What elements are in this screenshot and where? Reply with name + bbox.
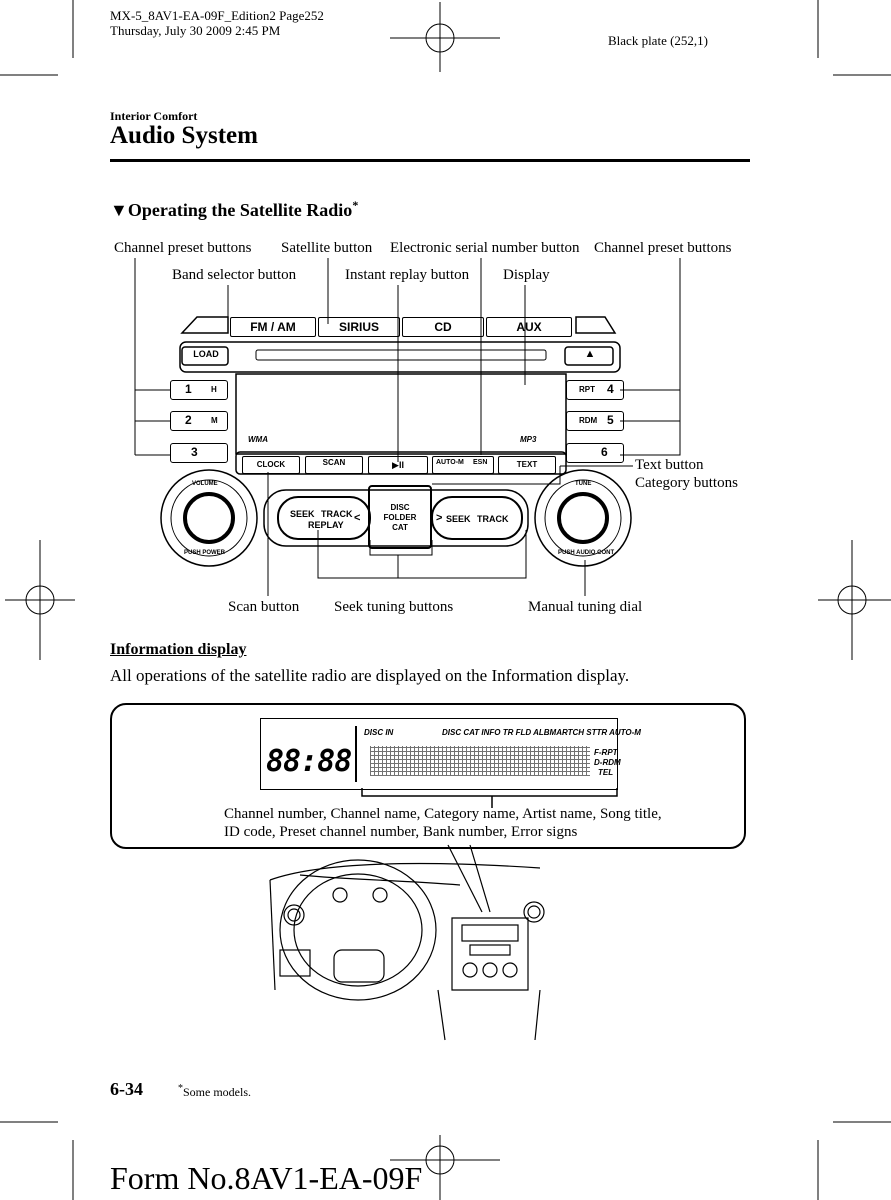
push-audio-cont-label: PUSH AUDIO CONT [558,550,615,556]
callout-instant-replay: Instant replay button [345,267,470,283]
callout-band-selector: Band selector button [172,267,297,283]
footnote-text: Some models. [183,1085,251,1099]
form-number: Form No.8AV1-EA-09F [110,1160,423,1196]
callout-category-buttons: Category buttons [635,475,738,491]
preset-button-2[interactable]: 2 M [170,411,228,431]
subsection-heading: ▼Operating the Satellite Radio* [110,198,358,221]
page-title: Audio System [110,122,258,149]
section-label: Interior Comfort [110,109,198,123]
band-button-sirius[interactable]: SIRIUS [318,317,400,337]
band-button-fm-am[interactable]: FM / AM [230,317,316,337]
scan-button[interactable]: SCAN [305,456,363,474]
play-pause-button[interactable]: ▶II [368,456,428,474]
lcd-tel: TEL [598,768,614,777]
callout-channel-preset-left: Channel preset buttons [114,240,252,256]
band-button-aux[interactable]: AUX [486,317,572,337]
info-display-body: All operations of the satellite radio ar… [110,666,630,685]
lcd-clock: 88:88 [266,744,352,779]
preset-button-4[interactable]: RPT 4 [566,380,624,400]
callout-display: Display [503,267,550,283]
file-info-line: MX-5_8AV1-EA-09F_Edition2 Page252 [110,8,324,23]
callout-esn-button: Electronic serial number button [390,240,580,256]
callout-seek-tuning: Seek tuning buttons [334,599,454,615]
footnote: *Some models. [178,1083,251,1100]
preset-button-5[interactable]: RDM 5 [566,411,624,431]
lcd-caption-line1: Channel number, Channel name, Category n… [224,806,662,822]
title-rule [110,159,750,162]
category-button[interactable]: DISC FOLDER CAT [383,503,417,532]
callout-channel-preset-right: Channel preset buttons [594,240,732,256]
callout-manual-tuning: Manual tuning dial [528,599,643,615]
preset-button-6[interactable]: 6 [566,443,624,463]
lcd-divider [355,726,357,782]
triangle-marker-icon: ▼ [110,200,128,220]
lcd-dot-matrix [370,746,590,776]
wma-logo: WMA [248,435,268,444]
mp3-logo: MP3 [520,435,537,444]
date-line: Thursday, July 30 2009 2:45 PM [110,23,281,38]
lcd-caption-line2: ID code, Preset channel number, Bank num… [224,824,578,840]
tune-label: TUNE [575,481,592,487]
info-display-heading: Information display [110,641,247,658]
callout-satellite-button: Satellite button [281,240,373,256]
volume-label: VOLUME [192,481,218,487]
plate-label: Black plate (252,1) [608,33,708,48]
push-power-label: PUSH POWER [184,550,226,556]
page-number: 6-34 [110,1079,143,1099]
info-display-callout-box [110,703,746,849]
lcd-frpt: F-RPT [594,748,618,757]
callout-scan-button: Scan button [228,599,300,615]
lcd-drdm: D-RDM [594,758,621,767]
lcd-indicators: DISC CAT INFO TR FLD ALBMARTCH STTR AUTO… [442,728,641,737]
text-button[interactable]: TEXT [498,456,556,474]
callout-text-button: Text button [635,457,704,473]
footnote-asterisk: * [352,198,359,212]
preset-button-3[interactable]: 3 [170,443,228,463]
lcd-disc-in: DISC IN [364,728,394,737]
eject-button[interactable]: ▲ [584,348,596,360]
seek-track-replay-button[interactable]: SEEK TRACK REPLAY < [290,509,361,530]
band-button-cd[interactable]: CD [402,317,484,337]
subsection-heading-text: Operating the Satellite Radio [127,200,353,220]
preset-button-1[interactable]: 1 H [170,380,228,400]
seek-track-forward-button[interactable]: > SEEK TRACK [436,512,509,524]
auto-m-esn-button[interactable]: AUTO-M ESN [432,456,494,474]
clock-button[interactable]: CLOCK [242,456,300,474]
load-button[interactable]: LOAD [193,349,219,359]
footnote-asterisk-footer: * [178,1083,183,1094]
